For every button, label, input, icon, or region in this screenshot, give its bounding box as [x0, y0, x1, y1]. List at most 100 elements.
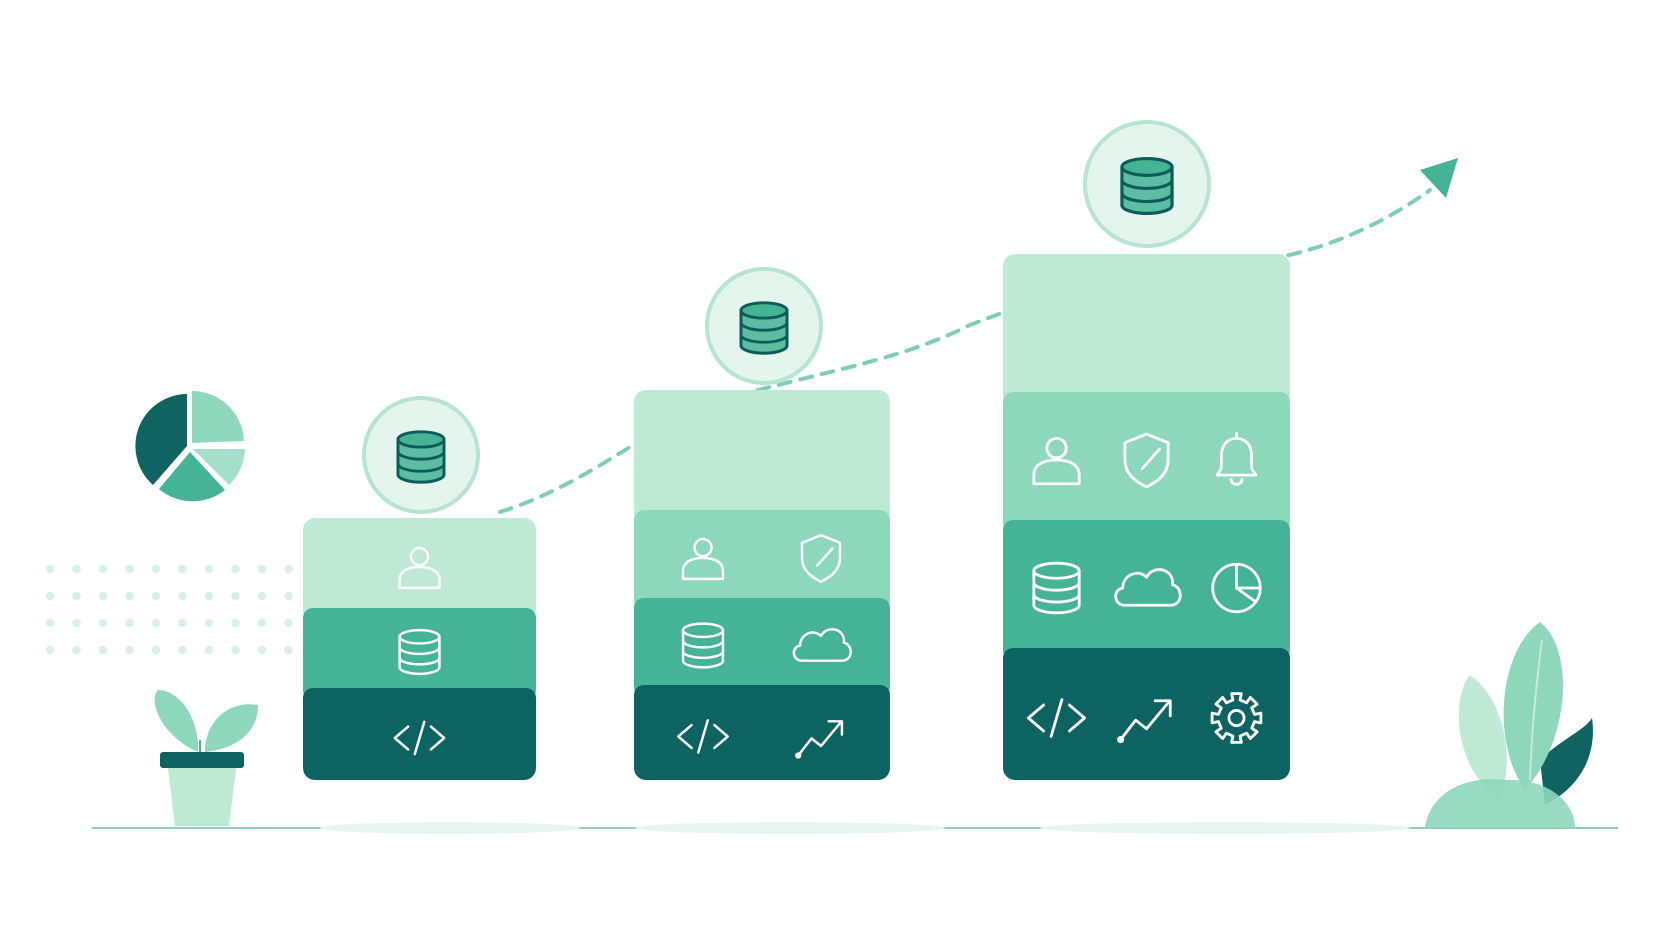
dot [45, 618, 55, 628]
dot [72, 618, 81, 628]
stack-large [1003, 120, 1290, 780]
potted-plant-icon [154, 690, 258, 826]
plant-leaf-right [205, 704, 258, 752]
dot [178, 564, 187, 574]
trend-up-icon [795, 720, 844, 759]
user-icon [398, 546, 441, 590]
stack-tier [1003, 520, 1290, 660]
gear-icon [1210, 692, 1263, 744]
ground-shadow [635, 822, 945, 834]
dot [284, 645, 293, 655]
pie-chart-icon [1211, 562, 1262, 614]
dot [204, 645, 214, 655]
dot [204, 591, 214, 601]
dot-grid [45, 564, 293, 655]
dot [257, 645, 267, 655]
shield-icon [1123, 432, 1170, 489]
dot [151, 618, 161, 628]
dot [72, 564, 81, 574]
stack-tier [634, 598, 890, 697]
dot [178, 591, 187, 601]
dot [45, 645, 55, 655]
dot [72, 645, 81, 655]
dot [45, 591, 55, 601]
cloud-icon [792, 628, 852, 662]
bush-mound [1425, 779, 1575, 828]
pie-slice-dark [135, 394, 187, 485]
tier-block [1003, 254, 1290, 404]
dot [284, 618, 293, 628]
dot [45, 564, 55, 574]
stack-tier [303, 518, 536, 620]
dot [231, 618, 240, 628]
dot [257, 591, 267, 601]
dot [151, 591, 161, 601]
pie-chart-icon [135, 391, 245, 502]
dot [125, 618, 134, 628]
dot [151, 645, 161, 655]
code-icon [393, 720, 446, 756]
growth-arrow-icon [1420, 158, 1458, 198]
ground-shadow [1040, 822, 1410, 834]
pie-slice-teal [159, 452, 225, 502]
code-icon [1027, 698, 1086, 738]
pie-slice-mint [193, 449, 245, 485]
bush-leaf-left [1458, 675, 1507, 800]
database-icon [1120, 157, 1174, 215]
database-icon [681, 622, 725, 669]
stack-small [303, 396, 536, 780]
dot [204, 564, 214, 574]
tier-block [634, 390, 890, 522]
bush-leaf-dark [1540, 718, 1593, 805]
stack-tier [1003, 392, 1290, 532]
dot [98, 564, 108, 574]
ground-shadow [320, 822, 580, 834]
shield-icon [800, 533, 842, 583]
cloud-icon [1114, 568, 1182, 607]
dot [257, 618, 267, 628]
code-icon [677, 719, 729, 754]
bell-icon [1215, 431, 1258, 486]
tier-block [1003, 520, 1290, 660]
stack-tier [634, 510, 890, 610]
dot [231, 645, 240, 655]
dot [257, 564, 267, 574]
tier-block [634, 598, 890, 697]
stack-columns [303, 120, 1290, 780]
stack-tier [303, 608, 536, 700]
tier-block [1003, 648, 1290, 780]
tier-block [634, 510, 890, 610]
stack-tier [303, 688, 536, 780]
dot [178, 645, 187, 655]
dot [151, 564, 161, 574]
database-icon [739, 301, 789, 355]
dot [98, 618, 108, 628]
dot [204, 618, 214, 628]
tier-block [303, 518, 536, 620]
dot [231, 564, 240, 574]
stack-badge [705, 267, 823, 385]
stack-tier [634, 390, 890, 522]
dot [231, 591, 240, 601]
stack-tier [1003, 648, 1290, 780]
tier-block [634, 685, 890, 780]
database-icon [398, 628, 441, 676]
plant-pot-rim [160, 752, 244, 768]
dot [125, 645, 134, 655]
dot [178, 618, 187, 628]
bush-vein [1529, 639, 1543, 781]
dot [72, 591, 81, 601]
stack-badge [362, 396, 480, 514]
stack-medium [634, 267, 890, 780]
bush-leaf-tall [1503, 622, 1563, 790]
dot [98, 645, 108, 655]
dot [125, 591, 134, 601]
user-icon [1032, 436, 1081, 486]
plant-leaf-left [154, 690, 199, 752]
stack-tier [1003, 254, 1290, 404]
ground-shadows [320, 822, 1410, 834]
database-icon [1032, 561, 1081, 615]
pie-slice-light [192, 391, 244, 443]
stack-badge [1083, 120, 1211, 248]
